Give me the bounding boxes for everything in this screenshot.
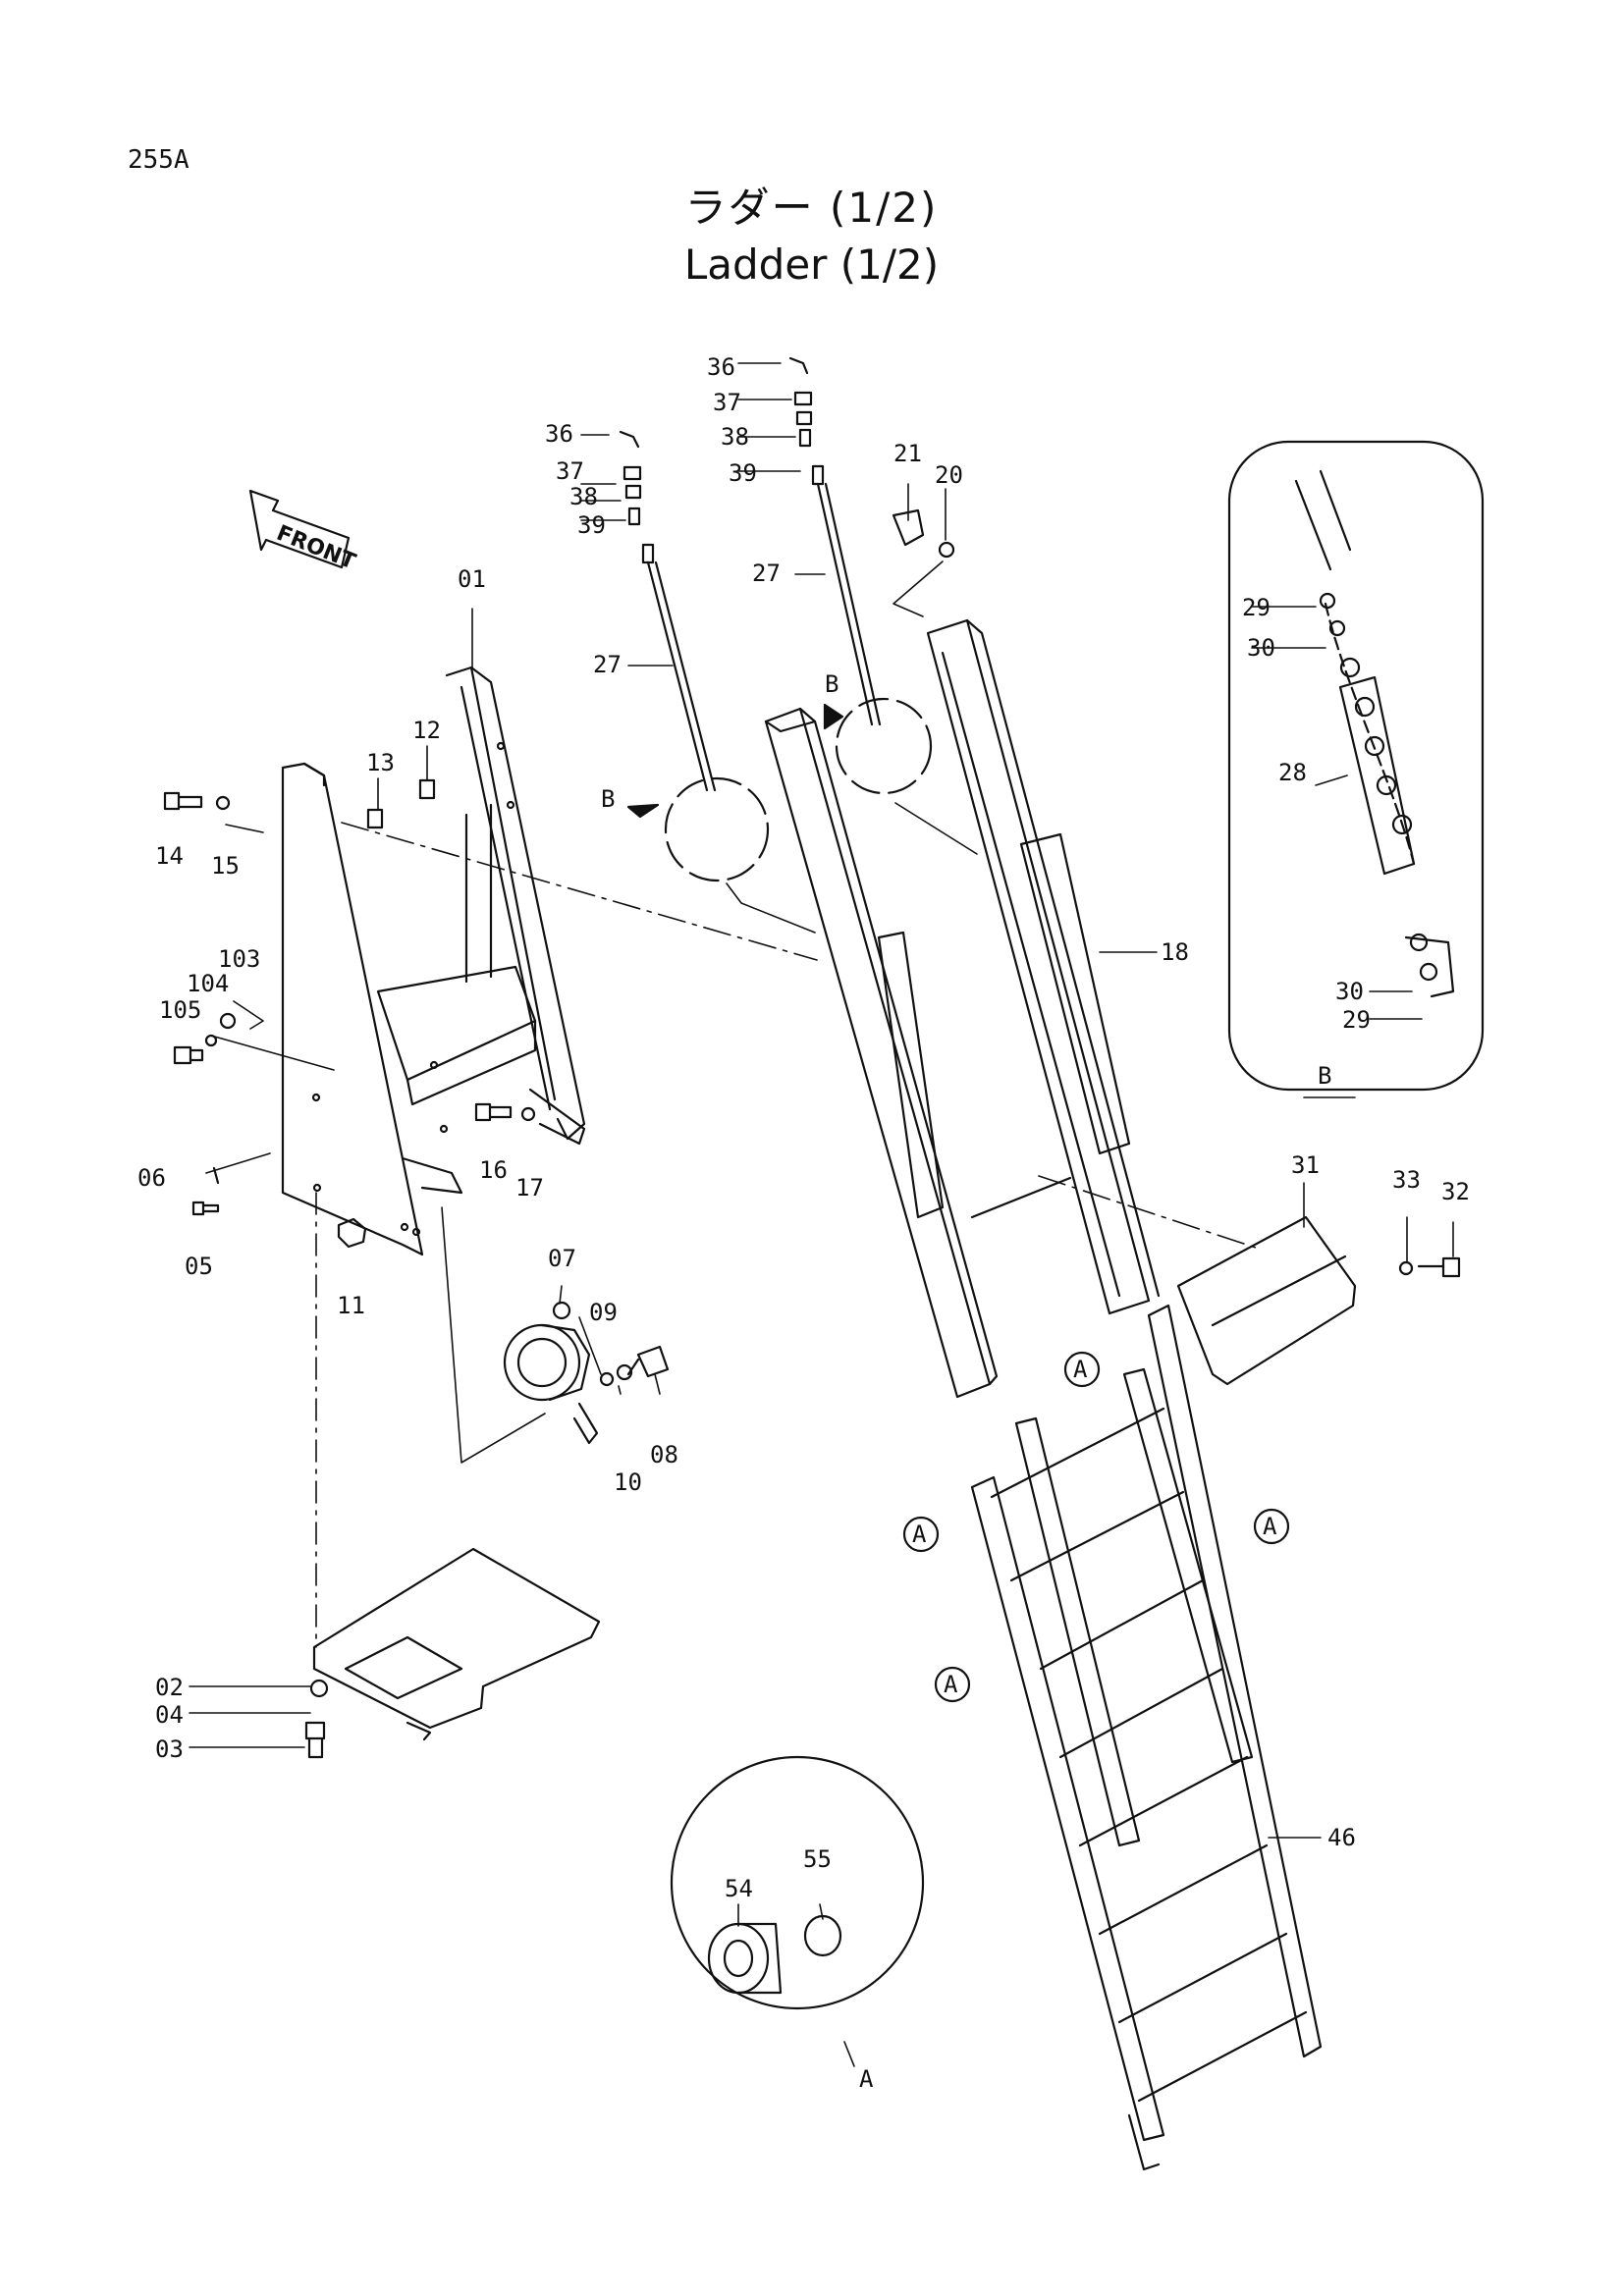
cover-31 xyxy=(1176,1215,1357,1386)
callout-10: 10 xyxy=(614,1468,642,1496)
callout-30: 30 xyxy=(1247,634,1275,662)
callout-39: 39 xyxy=(577,511,606,539)
ladder-46 xyxy=(970,1304,1323,2171)
callout-104: 104 xyxy=(187,970,229,997)
callout-27: 27 xyxy=(593,651,622,678)
callout-05: 05 xyxy=(185,1253,213,1280)
b-arrow-right-icon xyxy=(823,703,844,730)
washer-33-icon xyxy=(1398,1260,1414,1276)
rod-27-right xyxy=(788,356,882,726)
label-b-chain: B xyxy=(1318,1062,1331,1090)
callout-27: 27 xyxy=(752,560,781,587)
grip-21-icon xyxy=(892,508,925,547)
bolt-16-icon xyxy=(474,1102,513,1122)
nut-11-icon xyxy=(337,1217,367,1249)
callout-105: 105 xyxy=(159,996,201,1024)
callout-06: 06 xyxy=(137,1164,166,1192)
detail-b-circle-right xyxy=(835,697,933,795)
base-plate-02 xyxy=(312,1547,601,1741)
callout-18: 18 xyxy=(1161,938,1189,966)
callout-15: 15 xyxy=(211,852,240,880)
callout-37: 37 xyxy=(713,389,741,416)
mast-channel-18 xyxy=(877,618,1161,1315)
callout-08: 08 xyxy=(650,1441,678,1468)
bolt-14-icon xyxy=(163,791,203,811)
label-a-1: A xyxy=(1073,1356,1088,1383)
reel-07-icon xyxy=(503,1301,599,1445)
callout-02: 02 xyxy=(155,1674,184,1701)
callout-17: 17 xyxy=(515,1174,544,1201)
callout-12: 12 xyxy=(412,717,441,744)
marker-a-right xyxy=(1253,1508,1290,1545)
bearing-detail-a xyxy=(670,1755,925,2010)
washer-20-icon xyxy=(938,541,955,559)
callout-16: 16 xyxy=(479,1156,508,1184)
part-13-plate xyxy=(366,808,384,829)
callout-39: 39 xyxy=(729,459,757,487)
callout-31: 31 xyxy=(1291,1151,1320,1179)
callout-46: 46 xyxy=(1327,1824,1356,1851)
washer-04-icon xyxy=(309,1679,329,1698)
bolt-105-icon xyxy=(173,1045,204,1065)
page-code: 255A xyxy=(128,145,189,175)
marker-a-lower xyxy=(934,1666,971,1703)
callout-03: 03 xyxy=(155,1735,184,1763)
mast-beam-center xyxy=(764,707,999,1399)
washer-10-icon xyxy=(616,1363,633,1381)
callout-37: 37 xyxy=(556,457,584,485)
callout-11: 11 xyxy=(337,1292,365,1319)
label-a-2: A xyxy=(912,1521,927,1548)
callout-04: 04 xyxy=(155,1701,184,1729)
callout-21: 21 xyxy=(893,440,922,467)
bolt-32-icon xyxy=(1417,1256,1461,1278)
front-arrow-icon: FRONT xyxy=(248,489,358,575)
callout-38: 38 xyxy=(721,423,749,451)
callout-54: 54 xyxy=(725,1875,753,1902)
rod-27-left xyxy=(619,430,717,792)
callout-55: 55 xyxy=(803,1845,832,1873)
title-japanese: ラダー (1/2) xyxy=(684,184,939,232)
title-english: Ladder (1/2) xyxy=(683,240,940,289)
callout-30: 30 xyxy=(1335,978,1364,1005)
callout-29: 29 xyxy=(1242,594,1271,621)
callout-07: 07 xyxy=(548,1245,576,1272)
callout-14: 14 xyxy=(155,842,184,870)
washer-103-icon xyxy=(219,1012,237,1030)
washer-17-icon xyxy=(520,1106,536,1122)
bolt-05-icon xyxy=(191,1201,220,1216)
bolt-03-icon xyxy=(304,1721,326,1759)
callout-09: 09 xyxy=(589,1299,618,1326)
callout-28: 28 xyxy=(1278,759,1307,786)
detail-b-circle-left xyxy=(664,776,770,882)
marker-a-left xyxy=(902,1516,940,1553)
callout-36: 36 xyxy=(707,353,735,381)
callout-33: 33 xyxy=(1392,1166,1421,1194)
washer-15-icon xyxy=(215,795,231,811)
callout-32: 32 xyxy=(1441,1178,1470,1205)
chain-detail-b xyxy=(1227,440,1485,1092)
callout-103: 103 xyxy=(218,945,260,973)
front-label: FRONT xyxy=(273,521,358,575)
washer-09-icon xyxy=(599,1371,615,1387)
label-a-bearing: A xyxy=(859,2065,874,2093)
callout-01: 01 xyxy=(458,565,486,593)
marker-a-top xyxy=(1063,1351,1101,1388)
callout-36: 36 xyxy=(545,420,573,448)
callout-29: 29 xyxy=(1342,1006,1371,1034)
label-b-right: B xyxy=(825,670,839,698)
label-a-4: A xyxy=(944,1671,958,1698)
left-frame-assembly xyxy=(281,666,586,1256)
label-a-3: A xyxy=(1263,1513,1277,1540)
b-arrow-left-icon xyxy=(626,803,660,819)
label-b-left: B xyxy=(601,785,615,813)
bolt-08-icon xyxy=(626,1345,670,1378)
callout-13: 13 xyxy=(366,749,395,776)
part-12-plate xyxy=(418,778,436,800)
callout-20: 20 xyxy=(935,461,963,489)
callout-38: 38 xyxy=(569,483,598,510)
